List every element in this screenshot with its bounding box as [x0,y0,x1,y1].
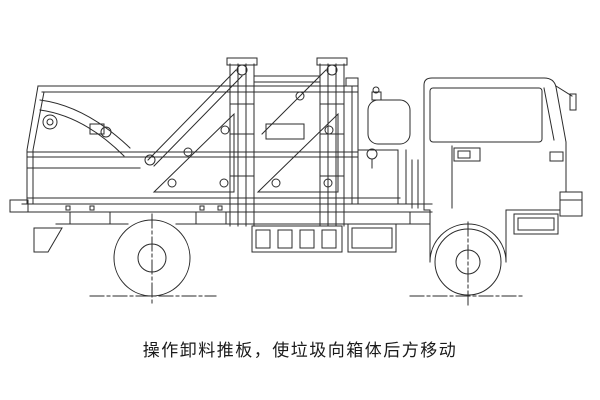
toolbox [251,225,343,253]
hydraulic-oil-tank [359,86,411,169]
subframe [357,149,419,209]
box-body [26,77,401,205]
center-lines [89,213,525,307]
rear-wheel [113,219,191,297]
rear-step [9,199,63,253]
loading-arm [39,99,156,166]
drawing-caption: 操作卸料推板，使垃圾向箱体后方移动 [142,341,458,361]
battery-box [347,223,397,253]
push-plate-mechanism [147,57,348,227]
cab [423,77,583,263]
front-wheel [434,228,502,296]
chassis-frame [21,203,433,225]
